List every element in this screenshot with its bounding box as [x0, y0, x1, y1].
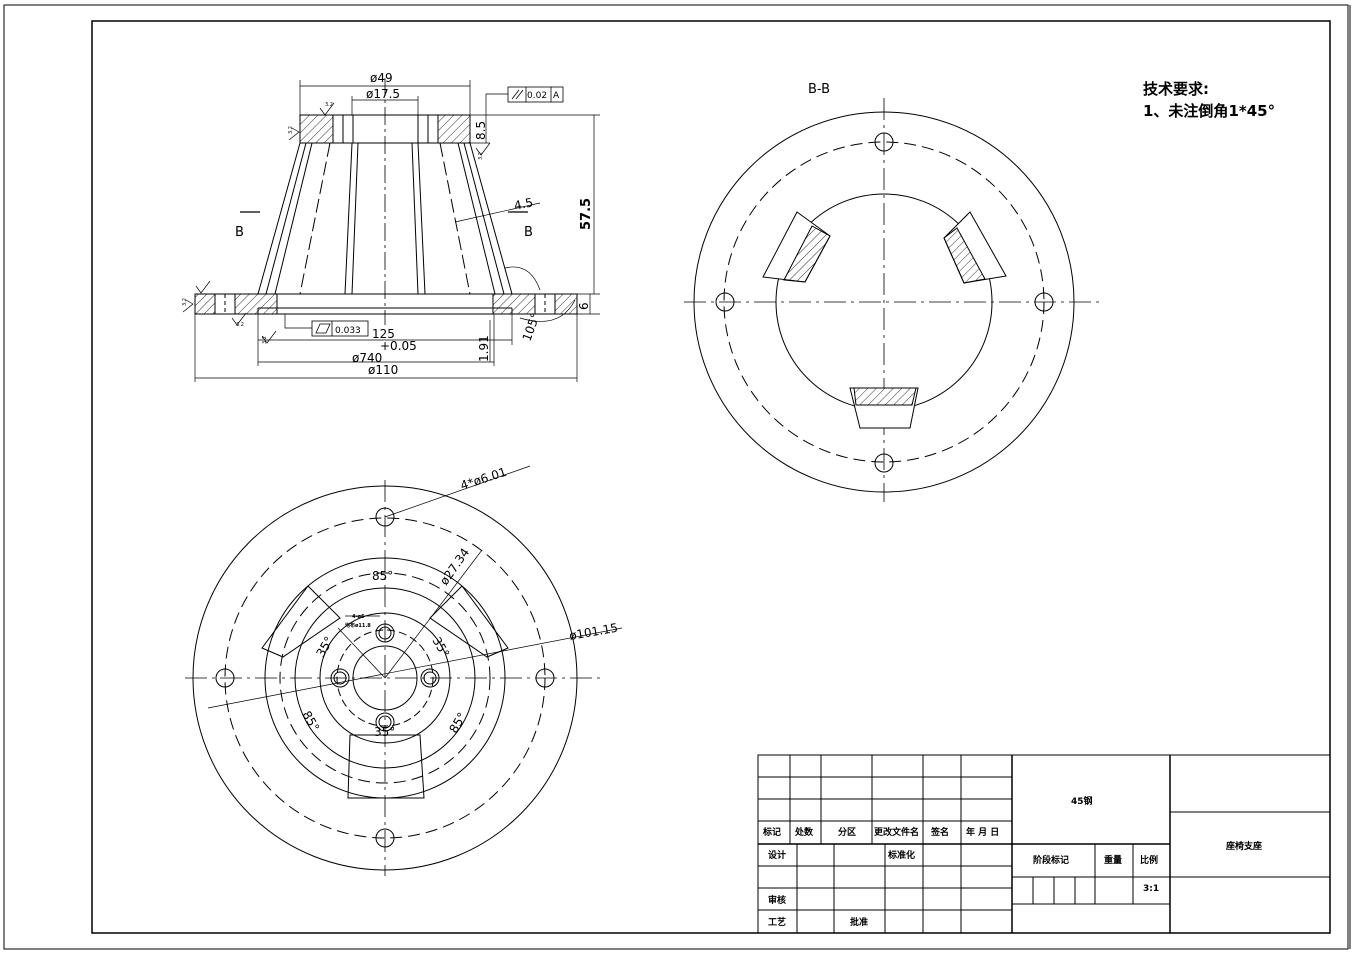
roughness-2: 3.2 [288, 126, 294, 134]
dim-125: 125 [372, 327, 395, 341]
tb-header-zone: 分区 [838, 826, 856, 838]
dim-d101-15: ø101.15 [568, 621, 619, 643]
dim-35-right: 35° [429, 635, 452, 660]
tb-review: 审核 [768, 894, 786, 906]
dim-d17-5: ø17.5 [366, 87, 400, 101]
dim-angle-105: 105° [520, 311, 543, 343]
roughness-3: 3.2 [478, 152, 484, 160]
tb-approve: 批准 [850, 916, 868, 928]
dim-1-91: 1.91 [477, 335, 491, 362]
gdt-parallel-value: 0.02 [527, 91, 547, 101]
dim-85-left: 85° [299, 709, 322, 734]
dim-85-top: 85° [372, 569, 393, 583]
tb-process: 工艺 [768, 916, 786, 928]
roughness-1: 3.2 [325, 102, 333, 108]
tb-material: 45钢 [1071, 795, 1093, 807]
section-mark-left: B [235, 225, 244, 240]
dim-h6: 6 [577, 302, 591, 310]
dim-thickness-4-5: 4.5 [513, 195, 535, 213]
tb-scale-label: 比例 [1140, 854, 1158, 866]
inner-frame [91, 20, 1331, 934]
note-small-holes-spacing: 均布ø11.8 [345, 622, 371, 629]
front-view [182, 78, 600, 382]
section-label: B-B [808, 82, 830, 97]
dim-h57-5: 57.5 [579, 198, 594, 230]
dim-holes-4x: 4*ø6.01 [459, 465, 509, 493]
tb-header-mark: 标记 [762, 826, 781, 838]
note-small-holes: 4-ø6 [352, 614, 365, 620]
tb-part-name: 座椅支座 [1225, 840, 1262, 852]
dim-35-bottom: 35° [374, 725, 395, 739]
gdt-parallel-datum: A [553, 91, 560, 101]
tb-stage-mark: 阶段标记 [1033, 854, 1069, 866]
roughness-6: 3.2 [262, 336, 268, 344]
roughness-4: 3.2 [182, 298, 188, 306]
dim-tolerance: +0.05 [380, 339, 417, 353]
tb-header-signature: 签名 [930, 826, 949, 838]
dim-d49: ø49 [370, 71, 393, 85]
front-view-annotations: ø49 ø17.5 0.02 A 8.5 57.5 4.5 6 B B 0.03… [182, 71, 594, 377]
top-view-annotations: 4*ø6.01 ø27.34 ø101.15 85° 85° 85° 35° 3… [299, 465, 619, 739]
top-view [185, 465, 623, 876]
tech-req-title: 技术要求: [1143, 80, 1209, 98]
dim-h8-5: 8.5 [474, 121, 488, 140]
tb-standardize: 标准化 [887, 849, 915, 861]
title-block: 标记 处数 分区 更改文件名 签名 年 月 日 设计 标准化 审核 工艺 批准 … [757, 754, 1331, 934]
outer-border [3, 4, 1349, 950]
tb-scale-value: 3:1 [1143, 884, 1159, 894]
roughness-5: 3.2 [236, 322, 244, 328]
section-mark-right: B [524, 225, 533, 240]
dim-d740: ø740 [352, 351, 382, 365]
section-b-b-view [684, 98, 1104, 502]
technical-requirements: 技术要求: 1、未注倒角1*45° [1143, 80, 1275, 120]
dim-35-left: 35° [313, 634, 336, 659]
tb-header-change-file: 更改文件名 [874, 826, 919, 838]
tech-req-item1: 1、未注倒角1*45° [1143, 102, 1275, 120]
dim-d110: ø110 [368, 363, 398, 377]
tb-header-date: 年 月 日 [966, 826, 999, 838]
dim-d27-34: ø27.34 [437, 546, 472, 588]
tb-weight: 重量 [1104, 854, 1122, 866]
gdt-flat-value: 0.033 [335, 326, 361, 336]
tb-header-count: 处数 [794, 826, 814, 838]
dim-85-right: 85° [446, 710, 469, 735]
tb-design: 设计 [768, 849, 786, 861]
